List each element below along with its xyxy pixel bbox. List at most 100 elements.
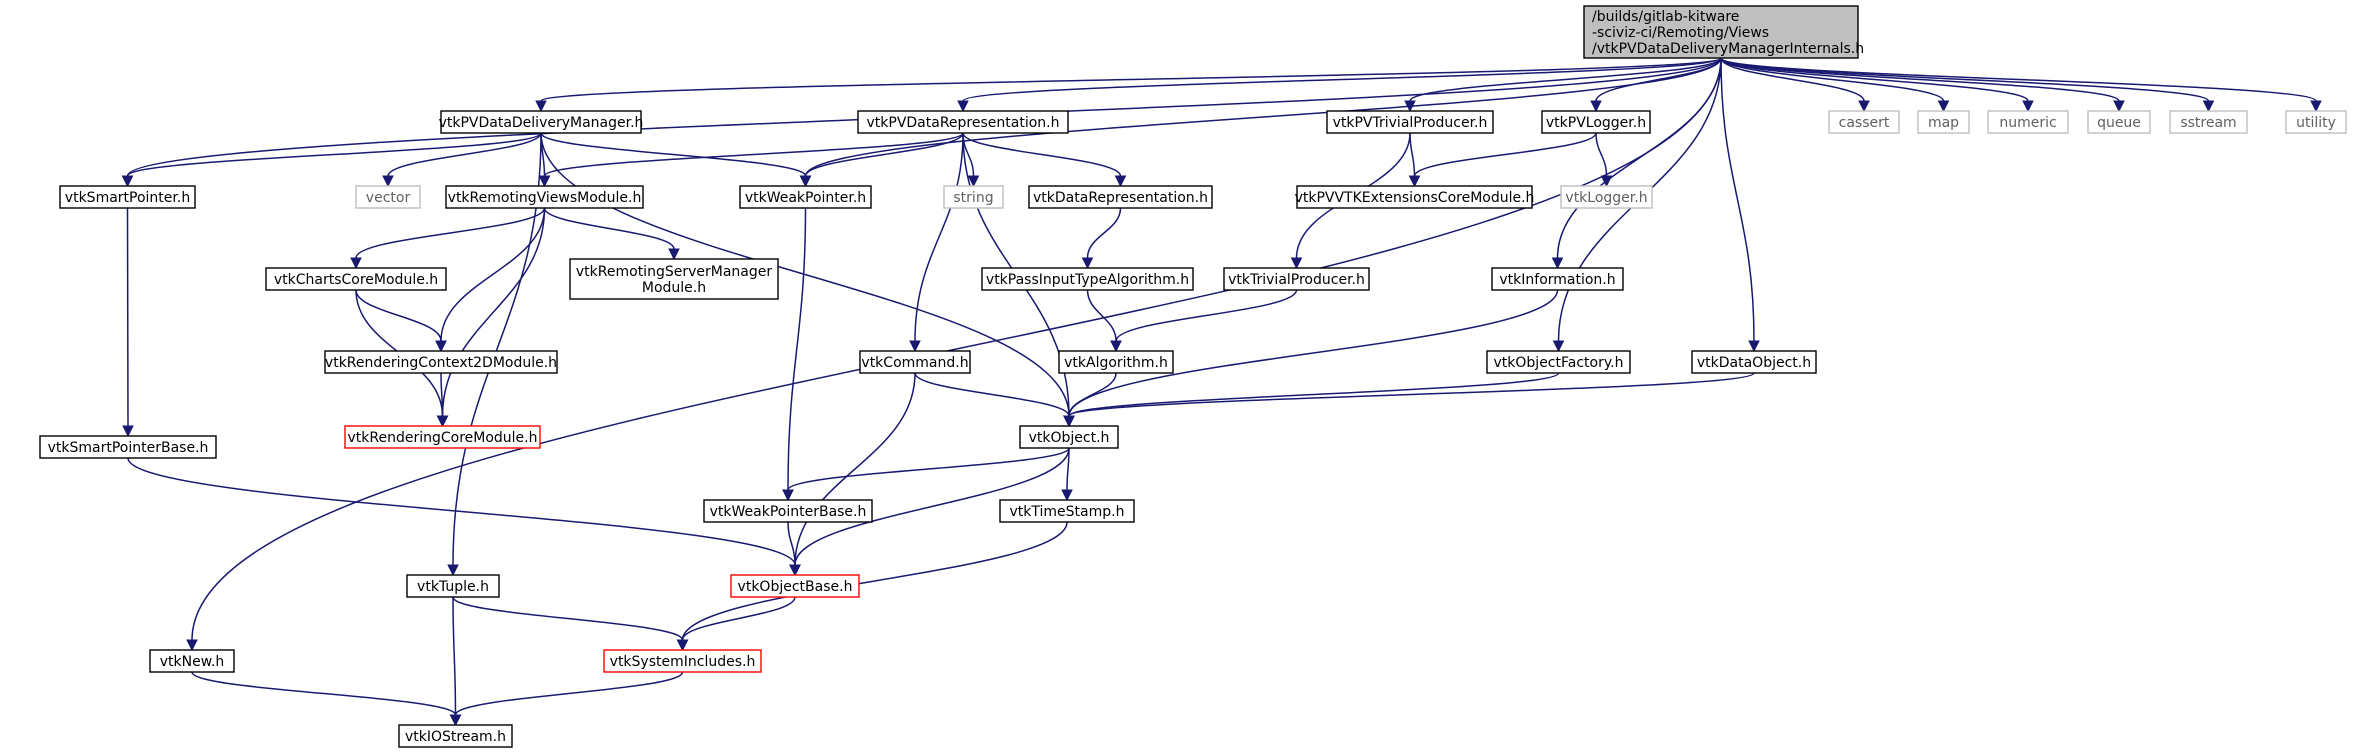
edge-layer [121,57,2322,727]
edge-line [1068,372,1560,417]
node-vtk-pvdata-representation[interactable]: vtkPVDataRepresentation.h [857,110,1069,134]
node-box [603,649,762,673]
node-label: vtkTrivialProducer.h [1228,272,1365,288]
node-vtk-command[interactable]: vtkCommand.h [859,350,971,374]
edge-vtk-data-representation-to-vtk-pass-input-type-algorithm [1081,207,1122,270]
edge-line [1720,57,2029,102]
node-vtk-trivial-producer[interactable]: vtkTrivialProducer.h [1223,267,1370,291]
node-vtk-data-representation[interactable]: vtkDataRepresentation.h [1028,185,1213,209]
edge-vtk-trivial-producer-to-vtk-algorithm [1110,289,1298,353]
node-vtk-smart-pointer[interactable]: vtkSmartPointer.h [59,185,196,209]
edge-arrowhead [350,257,362,270]
edge-arrowhead [449,714,462,727]
edge-line [1720,57,2210,102]
node-vtk-pass-input-type-algorithm[interactable]: vtkPassInputTypeAlgorithm.h [981,267,1194,291]
node-vtk-pvtrivial-producer[interactable]: vtkPVTrivialProducer.h [1326,110,1494,134]
node-vtk-weak-pointer[interactable]: vtkWeakPointer.h [739,185,872,209]
node-vtk-logger: vtkLogger.h [1560,185,1653,209]
node-vtk-smart-pointer-base[interactable]: vtkSmartPointerBase.h [39,435,217,459]
edge-arrowhead [122,425,134,438]
node-box [1019,425,1119,449]
edge-arrowhead [782,489,794,502]
node-box [445,185,644,209]
node-box [39,435,217,459]
node-label: vtkTimeStamp.h [1010,504,1125,520]
edge-vtk-pvdata-representation-to-vtk-remoting-views-module [538,132,964,188]
edge-arrowhead [2310,100,2322,113]
node-label: string [953,190,993,206]
node-box [703,499,873,523]
node-vtk-pvdata-delivery-manager[interactable]: vtkPVDataDeliveryManager.h [439,110,644,134]
node-vtk-new[interactable]: vtkNew.h [149,649,235,673]
node-vtk-system-includes[interactable]: vtkSystemIncludes.h [603,649,762,673]
edge-line [454,671,684,716]
node-box [324,350,558,374]
node-label: map [1928,115,1959,131]
node-vtk-charts-core-module[interactable]: vtkChartsCoreModule.h [265,267,447,291]
edge-arrowhead [1408,175,1421,188]
node-string: string [943,185,1004,209]
edge-line [1595,57,1722,102]
edge-root-to-vtk-pvtrivial-producer [1404,57,1722,113]
edge-vtk-weak-pointer-to-vtk-weak-pointer-base [782,207,807,502]
node-box [355,185,421,209]
edge-line [914,372,1070,417]
node-box [1223,267,1370,291]
node-label: vtkCommand.h [861,355,968,371]
node-vtk-time-stamp[interactable]: vtkTimeStamp.h [999,499,1135,523]
edge-line [126,132,542,177]
edge-arrowhead [1110,340,1122,353]
node-label: vtkPassInputTypeAlgorithm.h [986,272,1189,288]
node-vtk-object-base[interactable]: vtkObjectBase.h [730,574,860,598]
node-label: -sciviz-ci/Remoting/Views [1592,25,1769,41]
node-label: /vtkPVDataDeliveryManagerInternals.h [1592,41,1864,57]
edge-line [962,57,1722,102]
node-label: vector [366,190,411,206]
node-vtk-rendering-context2-dmodule[interactable]: vtkRenderingContext2DModule.h [324,350,558,374]
node-vtk-weak-pointer-base[interactable]: vtkWeakPointerBase.h [703,499,873,523]
edge-root-to-sstream [1720,57,2215,113]
edge-line [804,57,1722,177]
edge-root-to-vtk-pvdata-delivery-manager [535,57,1722,113]
node-vtk-remoting-views-module[interactable]: vtkRemotingViewsModule.h [445,185,644,209]
node-box [730,574,860,598]
edge-line [540,57,1722,102]
edge-arrowhead [1748,340,1760,353]
node-label: vtkSystemIncludes.h [610,654,756,670]
node-box [2169,110,2248,134]
node-vtk-information[interactable]: vtkInformation.h [1491,267,1624,291]
node-label: cassert [1839,115,1890,131]
edge-line [1409,132,1416,177]
node-vtk-tuple[interactable]: vtkTuple.h [406,574,500,598]
node-box [1560,185,1653,209]
edge-root-to-utility [1720,57,2322,113]
edge-vtk-pvdata-representation-to-vtk-command [909,132,964,353]
node-vtk-data-object[interactable]: vtkDataObject.h [1691,350,1817,374]
edge-vtk-new-to-vtk-iostream [191,671,462,727]
edge-line [794,447,1070,566]
edge-root-to-vtk-data-object [1720,57,1760,353]
node-vtk-pvvtkextensions-core-module[interactable]: vtkPVVTKExtensionsCoreModule.h [1295,185,1535,209]
node-vtk-object[interactable]: vtkObject.h [1019,425,1119,449]
node-queue: queue [2087,110,2151,134]
edge-vtk-pvdata-representation-to-vtk-data-representation [962,132,1127,188]
node-cassert: cassert [1828,110,1900,134]
node-vtk-rendering-core-module[interactable]: vtkRenderingCoreModule.h [344,425,541,449]
edge-line [681,596,796,641]
edge-line [387,132,542,177]
edge-line [452,596,684,641]
node-label: vtkObjectFactory.h [1494,355,1624,371]
edge-vtk-remoting-views-module-to-vtk-charts-core-module [350,207,546,270]
node-vtk-pvlogger[interactable]: vtkPVLogger.h [1541,110,1651,134]
edge-line [127,457,796,566]
edge-arrowhead [909,340,921,353]
node-vtk-object-factory[interactable]: vtkObjectFactory.h [1486,350,1631,374]
node-vtk-iostream[interactable]: vtkIOStream.h [398,724,513,748]
node-label: sstream [2180,115,2236,131]
edge-arrowhead [1081,257,1094,270]
node-label: vtkRemotingServerManager [576,264,772,280]
edge-vtk-command-to-vtk-object [914,372,1075,428]
node-vtk-algorithm[interactable]: vtkAlgorithm.h [1058,350,1174,374]
